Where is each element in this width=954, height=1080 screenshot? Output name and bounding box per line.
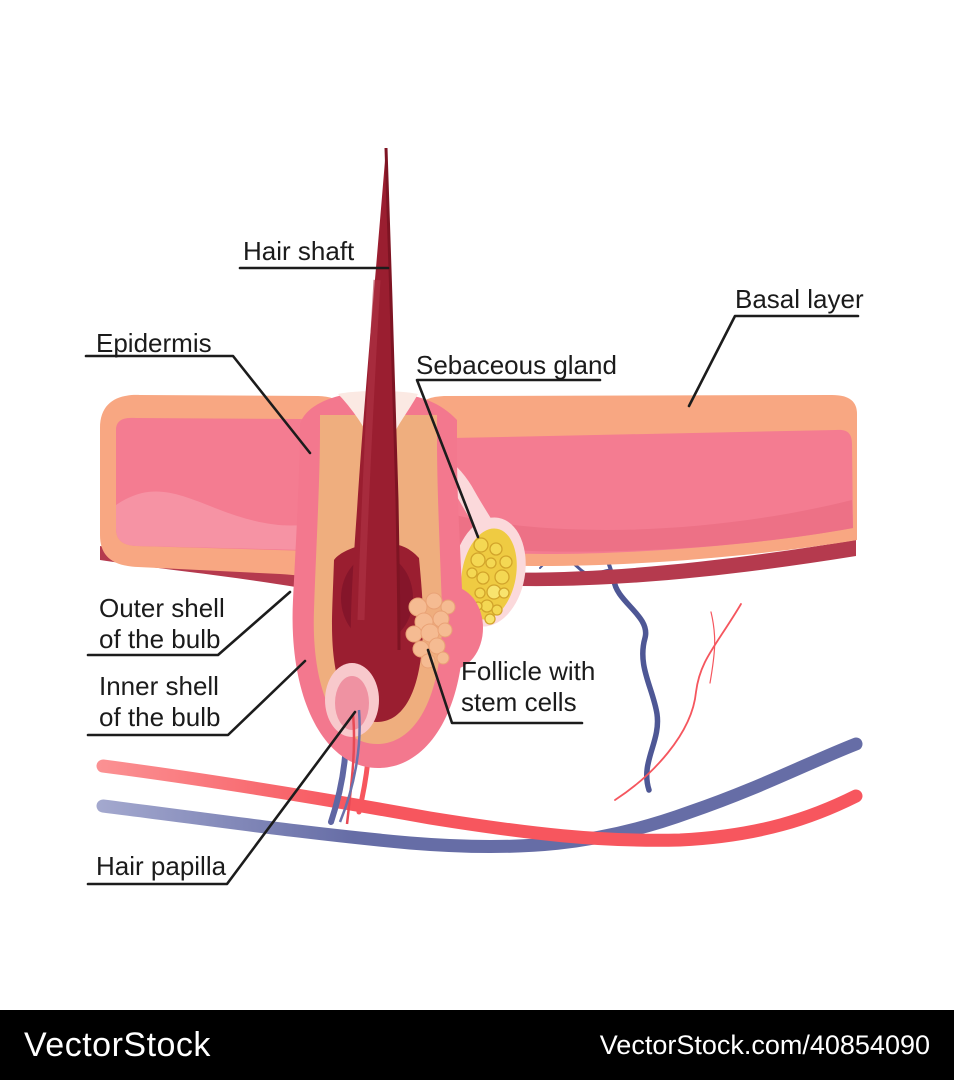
- gland-bubbles: [466, 537, 513, 625]
- callout-hair-papilla: [86, 710, 357, 886]
- hair-shaft-highlight: [357, 279, 381, 621]
- stem-cells-cluster: [405, 592, 456, 669]
- watermark-bar: VectorStock VectorStock.com/40854090: [0, 1010, 954, 1080]
- label-inner-shell-line2: of the bulb: [99, 702, 221, 732]
- artery-main: [96, 759, 863, 847]
- thin-arteries: [614, 603, 742, 801]
- skin-right-dark-edge: [422, 540, 856, 587]
- hair-shaft-edge: [384, 147, 401, 651]
- label-inner-shell: Inner shell of the bulb: [99, 671, 220, 733]
- label-outer-shell-line2: of the bulb: [99, 624, 221, 654]
- label-hair-papilla: Hair papilla: [96, 851, 227, 881]
- label-follicle-line2: stem cells: [461, 687, 577, 717]
- label-hair-shaft: Hair shaft: [243, 236, 355, 266]
- papilla-center: [335, 676, 369, 730]
- callout-basal-layer: [687, 314, 860, 408]
- hair-papilla-shape: [325, 663, 379, 825]
- callout-follicle-stem: [426, 648, 584, 725]
- callout-lines: [84, 266, 860, 886]
- label-basal-layer: Basal layer: [735, 284, 864, 314]
- watermark-credit: VectorStock.com/40854090: [599, 1029, 930, 1060]
- label-epidermis: Epidermis: [96, 328, 212, 358]
- vein-main: [96, 737, 863, 854]
- watermark-brand: VectorStock: [24, 1025, 211, 1064]
- label-follicle-line1: Follicle with: [461, 656, 596, 686]
- callout-epidermis: [84, 354, 312, 455]
- label-inner-shell-line1: Inner shell: [99, 671, 219, 701]
- callout-inner-shell: [86, 659, 307, 737]
- label-outer-shell-line1: Outer shell: [99, 593, 225, 623]
- papilla-vein-thread: [338, 709, 361, 823]
- callout-sebaceous-gland: [415, 378, 602, 539]
- skin-left-dermis-light: [116, 491, 338, 551]
- skin-right-band: [402, 395, 857, 587]
- diagram-canvas: [84, 147, 863, 886]
- label-outer-shell: Outer shell of the bulb: [99, 593, 225, 655]
- papilla-artery-thread: [345, 713, 356, 825]
- label-follicle-stem-cells: Follicle with stem cells: [461, 656, 595, 718]
- label-sebaceous-gland: Sebaceous gland: [416, 350, 617, 380]
- skin-right-dermis-shadow: [420, 500, 853, 552]
- callout-outer-shell: [86, 590, 292, 657]
